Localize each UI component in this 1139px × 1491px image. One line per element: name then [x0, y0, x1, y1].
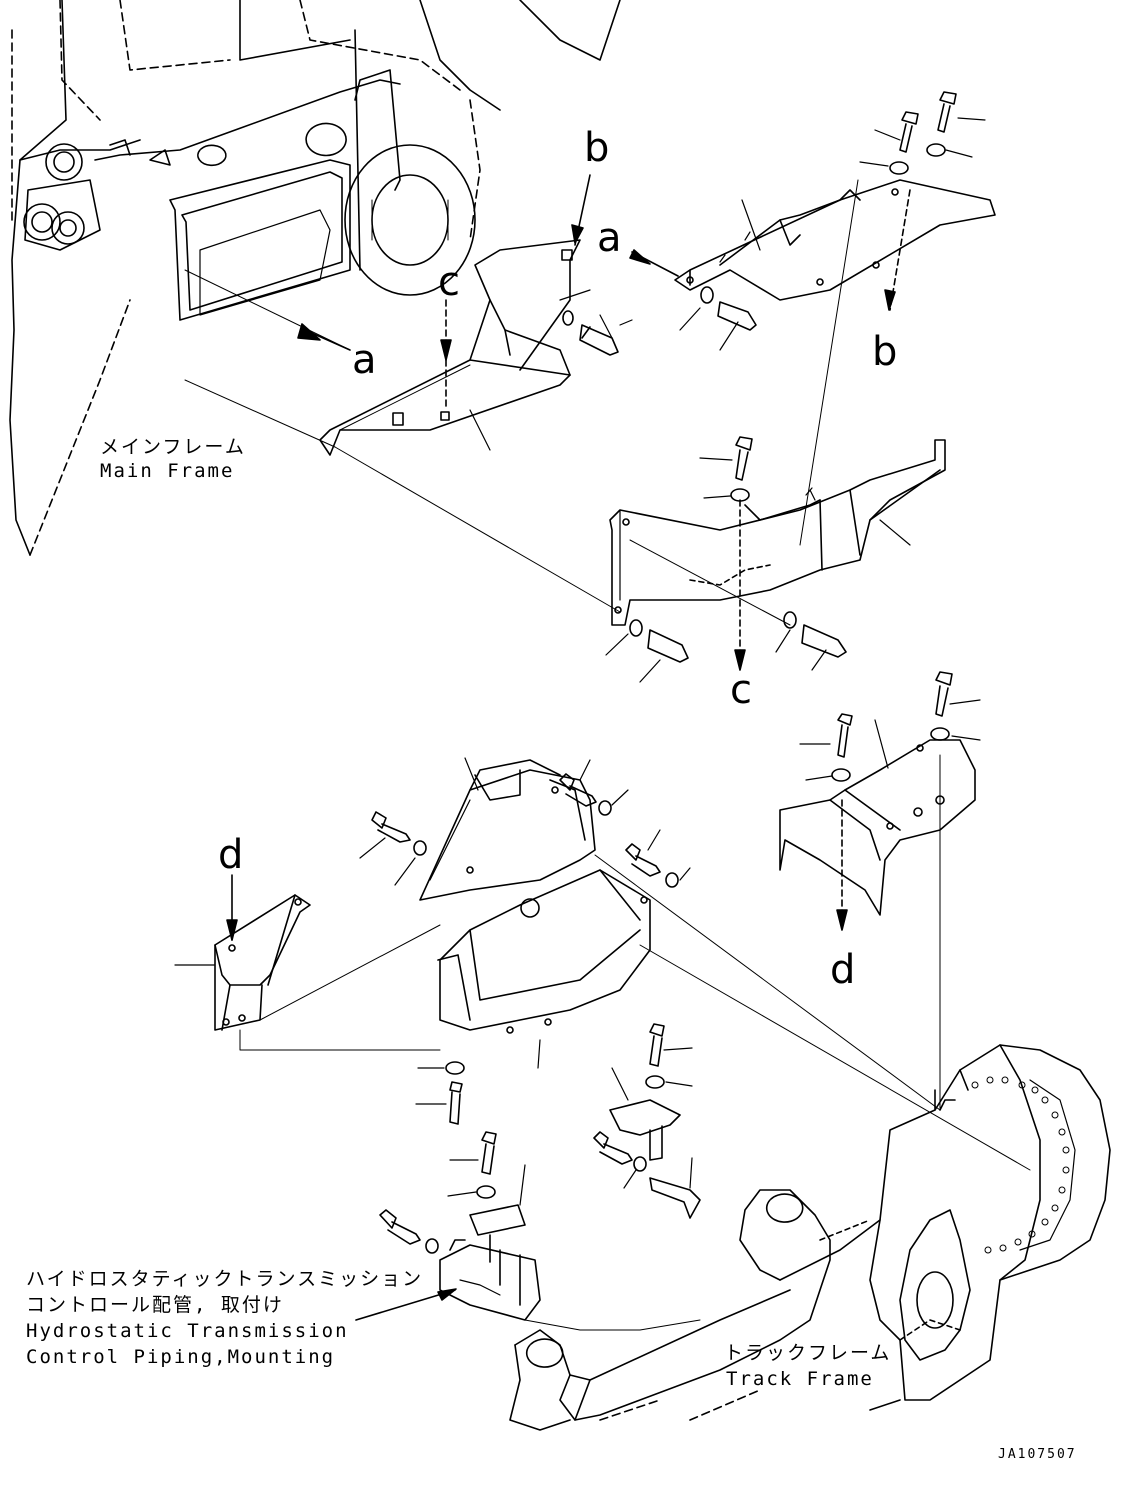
ref-letter-b-right: b	[872, 329, 898, 375]
bolts-mid	[605, 436, 847, 683]
center-lower-cover	[437, 869, 651, 1069]
top-right-bracket	[674, 179, 996, 301]
arrow-a-right	[629, 249, 679, 277]
track-frame-drawing	[509, 1044, 1111, 1431]
top-center-bracket	[319, 239, 581, 456]
hst-label-jp-line1: ハイドロスタティックトランスミッション	[26, 1268, 424, 1290]
left-bracket	[174, 874, 441, 1051]
ref-letter-c-top: c	[438, 259, 460, 305]
main-frame-label-en: Main Frame	[100, 460, 235, 482]
ref-letter-d-left: d	[218, 832, 244, 878]
drawing-code: JA107507	[998, 1447, 1077, 1462]
ref-letter-c-mid: c	[730, 667, 752, 713]
ref-letter-a-top: a	[597, 215, 622, 261]
hst-label-jp-line2: コントロール配管, 取付け	[26, 1294, 284, 1316]
small-bracket-right	[593, 1023, 701, 1219]
center-upper-cover	[419, 757, 596, 901]
arrow-c-top	[440, 299, 452, 411]
arrow-a-left	[184, 269, 351, 351]
mid-right-bracket	[609, 439, 946, 626]
hst-valve-block	[355, 1209, 701, 1331]
small-bracket-left	[447, 1131, 526, 1263]
main-frame-drawing	[9, 0, 621, 556]
track-frame-label-en: Track Frame	[726, 1368, 874, 1390]
bolts-top-right	[679, 91, 986, 351]
arrow-b-top	[571, 174, 591, 246]
arrow-b-right	[884, 189, 911, 311]
ref-letter-a-left: a	[352, 337, 377, 383]
ref-letter-d-right: d	[830, 947, 856, 993]
hst-label-en-line1: Hydrostatic Transmission	[26, 1320, 349, 1342]
track-frame-label-jp: トラックフレーム	[724, 1342, 892, 1364]
bolt-washer-1	[559, 289, 633, 356]
assembly-lines	[594, 754, 1031, 1171]
bolts-center	[359, 759, 691, 1125]
connector-lines	[184, 179, 859, 626]
ref-letter-b-top: b	[584, 125, 610, 171]
lower-right-cover	[779, 671, 981, 931]
main-frame-label-jp: メインフレーム	[100, 436, 246, 458]
hst-label-en-line2: Control Piping,Mounting	[26, 1346, 336, 1368]
